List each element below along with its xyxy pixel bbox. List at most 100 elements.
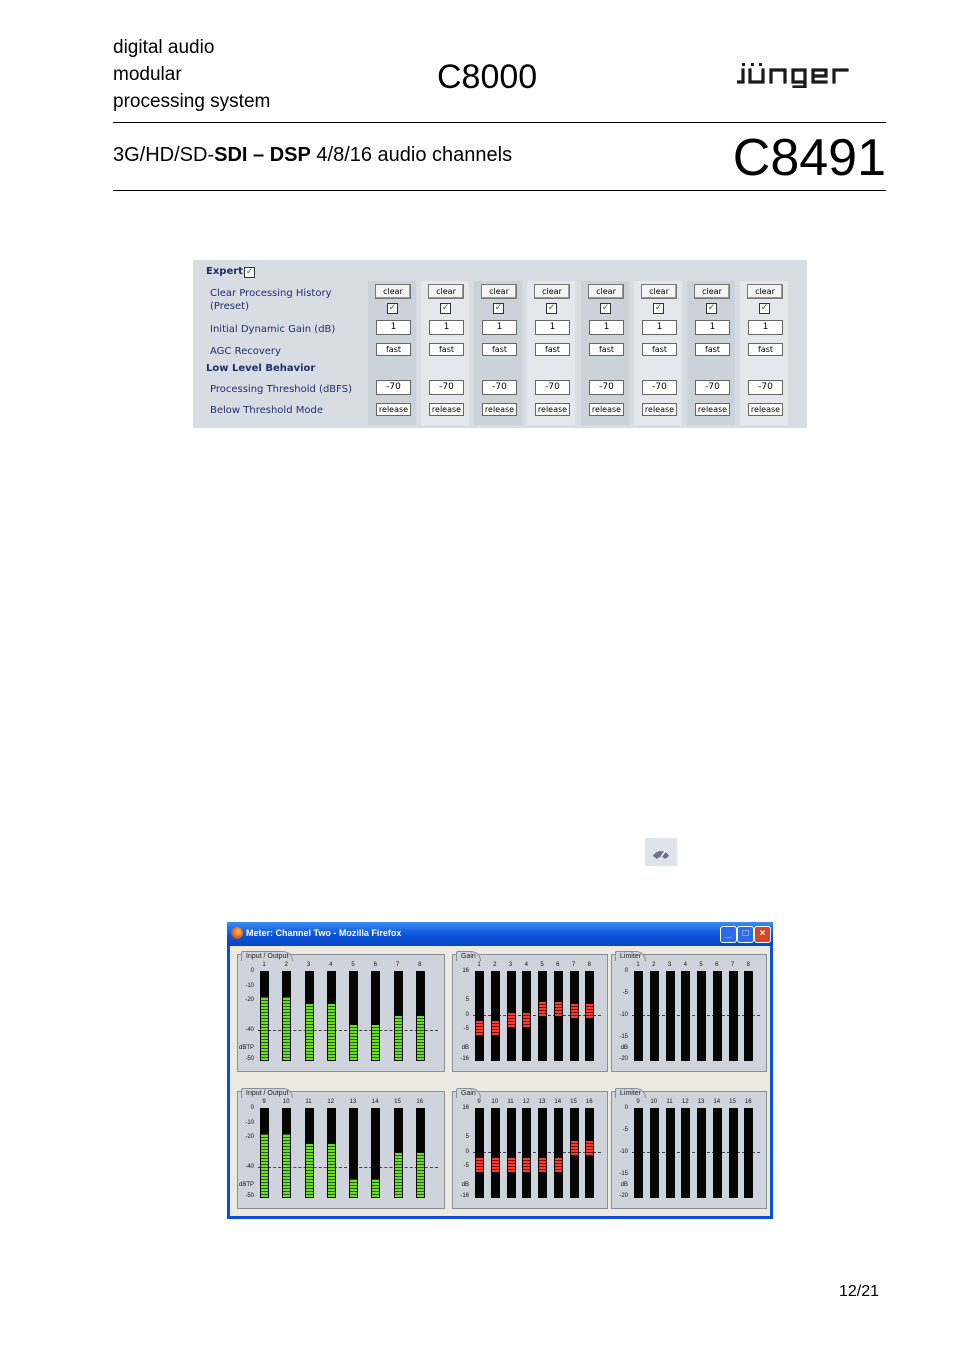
threshold-input[interactable]: -70 — [748, 380, 783, 395]
meter-bar — [649, 1108, 659, 1198]
agc-recovery-select[interactable]: fast — [429, 343, 464, 356]
meter-channel-label: 4 — [329, 962, 333, 968]
meter-scale-label: -10 — [245, 983, 254, 989]
clear-button[interactable]: clear — [747, 284, 783, 299]
meter-channel-label: 14 — [371, 1099, 379, 1105]
below-mode-select[interactable]: release — [482, 403, 517, 416]
minimize-button[interactable]: _ — [720, 926, 737, 943]
channel-column-4: clear ✓ 1 fast -70 release — [527, 281, 575, 425]
gain-fill — [554, 1002, 562, 1016]
threshold-input[interactable]: -70 — [535, 380, 570, 395]
close-button[interactable]: × — [754, 926, 771, 943]
meter-channel-label: 9 — [477, 1099, 481, 1105]
below-mode-select[interactable]: release — [642, 403, 677, 416]
level-fill — [283, 1134, 291, 1197]
agc-recovery-select[interactable]: fast — [642, 343, 677, 356]
meter-scale-label: -50 — [245, 1056, 254, 1062]
below-mode-select[interactable]: release — [429, 403, 464, 416]
initial-gain-input[interactable]: 1 — [589, 320, 624, 335]
meter-bar — [490, 1108, 500, 1198]
clear-button[interactable]: clear — [481, 284, 517, 299]
clear-button[interactable]: clear — [534, 284, 570, 299]
meter-channel-label: 6 — [373, 962, 377, 968]
low-level-heading: Low Level Behavior — [206, 363, 316, 374]
level-fill — [305, 1144, 313, 1197]
clear-history-checkbox[interactable]: ✓ — [493, 303, 504, 314]
below-mode-select[interactable]: release — [535, 403, 570, 416]
threshold-input[interactable]: -70 — [482, 380, 517, 395]
below-mode-select[interactable]: release — [748, 403, 783, 416]
clear-button[interactable]: clear — [588, 284, 624, 299]
below-mode-select[interactable]: release — [589, 403, 624, 416]
initial-gain-input[interactable]: 1 — [748, 320, 783, 335]
clear-history-checkbox[interactable]: ✓ — [653, 303, 664, 314]
meter-icon[interactable] — [645, 838, 677, 866]
clear-history-checkbox[interactable]: ✓ — [706, 303, 717, 314]
meter-bar — [282, 971, 292, 1061]
initial-gain-input[interactable]: 1 — [376, 320, 411, 335]
agc-recovery-select[interactable]: fast — [376, 343, 411, 356]
meter-scale-label: dB — [620, 1045, 628, 1051]
expert-checkbox[interactable]: ✓ — [244, 267, 255, 278]
meter-channel-label: 5 — [699, 962, 703, 968]
threshold-input[interactable]: -70 — [589, 380, 624, 395]
threshold-input[interactable]: -70 — [376, 380, 411, 395]
meter-reference-line — [258, 1030, 438, 1031]
meter-bar — [506, 1108, 516, 1198]
meter-bar — [712, 1108, 722, 1198]
maximize-button[interactable]: □ — [737, 926, 754, 943]
below-mode-select[interactable]: release — [695, 403, 730, 416]
meter-channel-label: 8 — [418, 962, 422, 968]
level-fill — [394, 1153, 402, 1197]
meter-scale-label: -5 — [622, 1127, 628, 1133]
clear-history-checkbox[interactable]: ✓ — [387, 303, 398, 314]
initial-gain-input[interactable]: 1 — [482, 320, 517, 335]
agc-recovery-select[interactable]: fast — [748, 343, 783, 356]
meter-channel-label: 7 — [571, 962, 576, 968]
below-mode-select[interactable]: release — [376, 403, 411, 416]
level-fill — [416, 1153, 424, 1197]
agc-recovery-select[interactable]: fast — [589, 343, 624, 356]
meter-reference-line — [632, 1015, 760, 1016]
meter-channel-label: 6 — [715, 962, 719, 968]
initial-gain-input[interactable]: 1 — [535, 320, 570, 335]
agc-recovery-select[interactable]: fast — [482, 343, 517, 356]
meter-channel-label: 8 — [587, 962, 591, 968]
meter-channel-label: 7 — [395, 962, 400, 968]
gain-fill — [586, 1004, 594, 1018]
gain-fill — [476, 1158, 483, 1172]
meter-channel-label: 15 — [394, 1099, 401, 1105]
meter-bar — [260, 971, 269, 1061]
meter-scale-label: 0 — [465, 1149, 469, 1155]
initial-gain-input[interactable]: 1 — [695, 320, 730, 335]
initial-gain-input[interactable]: 1 — [429, 320, 464, 335]
clear-button[interactable]: clear — [375, 284, 411, 299]
clear-history-checkbox[interactable]: ✓ — [440, 303, 451, 314]
meter-channel-label: 16 — [585, 1099, 593, 1105]
agc-recovery-select[interactable]: fast — [695, 343, 730, 356]
meter-channel-label: 12 — [522, 1099, 530, 1105]
threshold-input[interactable]: -70 — [642, 380, 677, 395]
gain-fill — [586, 1141, 594, 1155]
meter-channel-label: 16 — [744, 1099, 752, 1105]
clear-button[interactable]: clear — [694, 284, 730, 299]
clear-button[interactable]: clear — [641, 284, 677, 299]
meter-bar — [371, 1108, 381, 1198]
clear-history-checkbox[interactable]: ✓ — [600, 303, 611, 314]
meter-channel-label: 13 — [349, 1099, 357, 1105]
threshold-input[interactable]: -70 — [429, 380, 464, 395]
meter-channel-label: 7 — [730, 962, 735, 968]
header-rule-top — [113, 122, 886, 123]
clear-history-checkbox[interactable]: ✓ — [759, 303, 770, 314]
threshold-input[interactable]: -70 — [695, 380, 730, 395]
agc-recovery-select[interactable]: fast — [535, 343, 570, 356]
meter-channel-label: 6 — [556, 962, 560, 968]
meter-bar — [553, 1108, 563, 1198]
clear-history-checkbox[interactable]: ✓ — [546, 303, 557, 314]
meter-scale-label: -16 — [460, 1056, 469, 1062]
initial-gain-input[interactable]: 1 — [642, 320, 677, 335]
meter-bar — [728, 1108, 738, 1198]
clear-button[interactable]: clear — [428, 284, 464, 299]
